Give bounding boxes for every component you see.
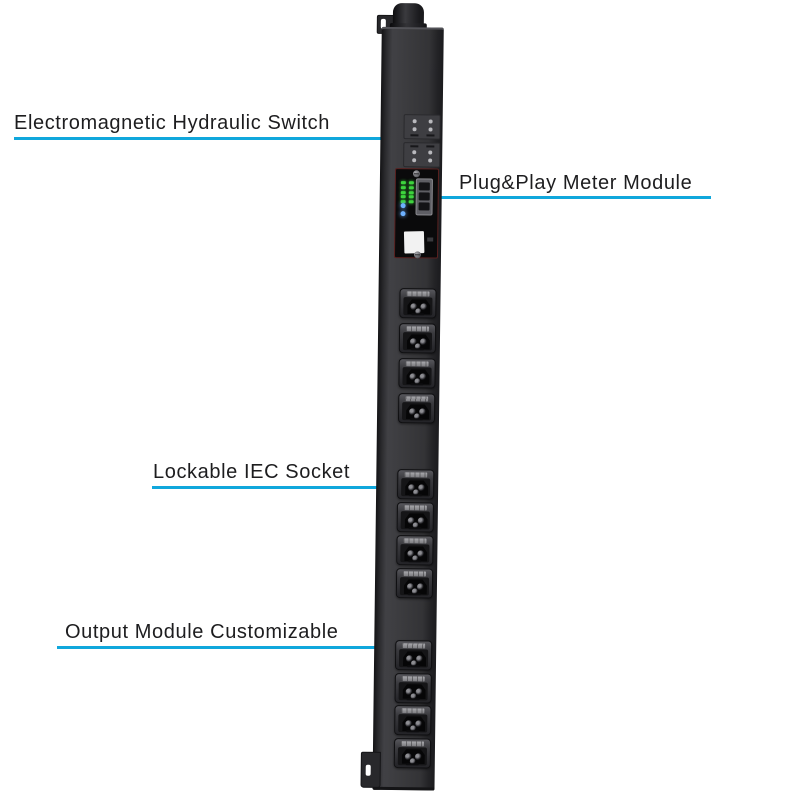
socket-slot [407, 593, 421, 596]
socket-lock-latch [404, 472, 428, 478]
meter-label-window [403, 231, 425, 254]
c13-outlet-icon [406, 369, 429, 384]
socket-face [402, 367, 432, 386]
iec-c13-socket [397, 469, 435, 500]
c13-outlet-icon [402, 749, 425, 764]
socket-lock-latch [403, 538, 427, 544]
socket-face [400, 511, 430, 530]
socket-lock-latch [405, 361, 429, 367]
c13-outlet-icon [403, 651, 426, 666]
mounting-bracket-bottom [360, 751, 381, 788]
mounting-slot [365, 764, 371, 776]
c13-outlet-icon [402, 716, 425, 731]
iec-c13-socket [393, 737, 432, 769]
pin-hole-icon [419, 408, 426, 415]
meter-indicator-leds [400, 203, 406, 219]
socket-slot [406, 665, 420, 668]
meter-print-mark [427, 237, 434, 242]
pin-hole-icon [417, 550, 424, 557]
socket-lock-latch [403, 571, 427, 577]
callout-leader-line-meter-module [432, 196, 711, 199]
iec-c13-socket [399, 288, 437, 319]
socket-lock-latch [405, 396, 429, 402]
socket-slot [406, 697, 420, 700]
pin-hole-icon [418, 517, 425, 524]
pin-hole-icon [416, 655, 423, 662]
socket-slot [408, 527, 422, 530]
iec-c13-socket [394, 705, 432, 736]
callout-label-iec-socket: Lockable IEC Socket [153, 461, 351, 483]
socket-face [402, 332, 433, 351]
screw-icon [413, 251, 422, 259]
socket-slot [409, 494, 423, 497]
socket-face [399, 577, 430, 596]
c13-outlet-icon [404, 546, 427, 561]
pin-hole-icon [415, 720, 422, 727]
callout-leader-line-hydraulic-switch [14, 137, 406, 140]
socket-lock-latch [401, 740, 425, 746]
c13-outlet-icon [406, 404, 429, 419]
socket-face [403, 297, 433, 316]
c13-outlet-icon [407, 299, 430, 314]
iec-c13-socket [395, 568, 434, 599]
pin-hole-icon [416, 688, 423, 695]
iec-c13-socket [396, 502, 434, 533]
pin-hole-icon [420, 303, 427, 310]
socket-face [398, 649, 429, 668]
socket-face [398, 681, 428, 700]
callout-leader-line-output-module [57, 646, 410, 649]
iec-c13-socket [394, 672, 432, 704]
breaker-module [403, 114, 441, 140]
meter-module [393, 168, 440, 259]
socket-face [401, 478, 431, 497]
pin-hole-icon [417, 583, 424, 590]
meter-port-block [415, 178, 433, 216]
iec-c13-socket [396, 535, 434, 566]
pin-hole-icon [418, 484, 425, 491]
socket-slot [410, 348, 424, 351]
socket-slot [408, 560, 422, 563]
screw-icon [412, 170, 421, 178]
socket-slot [406, 730, 420, 733]
socket-lock-latch [402, 643, 426, 649]
c13-outlet-icon [405, 480, 428, 495]
socket-slot [411, 313, 425, 316]
c13-outlet-icon [407, 334, 430, 349]
iec-c13-socket [398, 358, 436, 389]
socket-lock-latch [406, 291, 430, 297]
socket-lock-latch [401, 675, 425, 681]
socket-face [398, 714, 428, 733]
socket-face [400, 544, 430, 563]
c13-outlet-icon [405, 513, 428, 528]
pdu-unit [360, 0, 444, 800]
socket-lock-latch [401, 708, 425, 714]
c13-outlet-icon [403, 684, 426, 699]
iec-c13-socket [398, 323, 437, 354]
socket-slot [410, 383, 424, 386]
socket-slot [409, 418, 424, 421]
callout-label-output-module: Output Module Customizable [65, 621, 339, 643]
callout-label-hydraulic-switch: Electromagnetic Hydraulic Switch [14, 112, 330, 134]
circuit-breaker [403, 114, 441, 170]
callout-label-meter-module: Plug&Play Meter Module [459, 172, 693, 194]
pin-hole-icon [420, 338, 427, 345]
breaker-module [403, 142, 441, 168]
socket-slot [405, 762, 419, 765]
socket-face [401, 402, 432, 421]
socket-lock-latch [406, 326, 430, 332]
socket-lock-latch [403, 505, 427, 511]
pin-hole-icon [419, 373, 426, 380]
socket-face [397, 746, 427, 765]
pin-hole-icon [415, 753, 422, 760]
c13-outlet-icon [404, 579, 427, 594]
iec-c13-socket [394, 640, 433, 671]
callout-leader-line-iec-socket [152, 486, 414, 489]
iec-c13-socket [397, 393, 436, 424]
